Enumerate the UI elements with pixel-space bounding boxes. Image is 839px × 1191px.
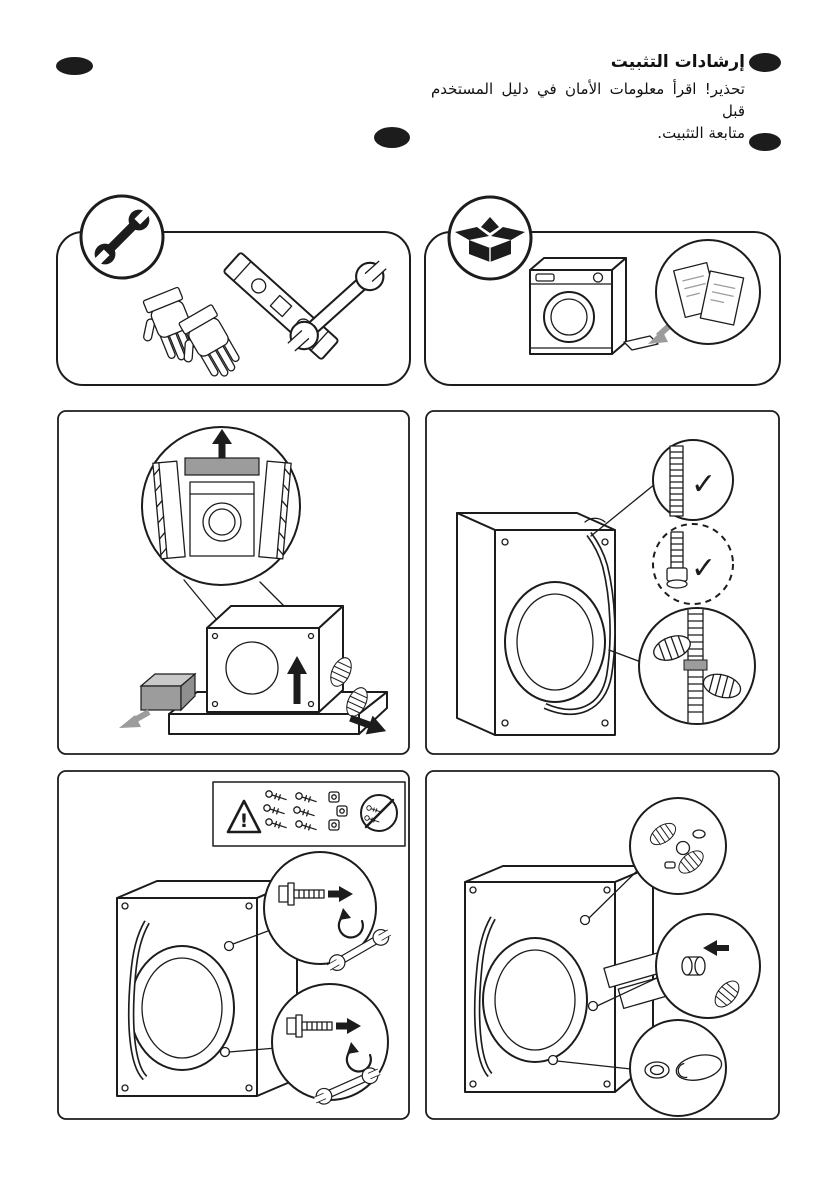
warning-parts-box: ! — [212, 781, 406, 847]
bolt-removal-callout-2 — [271, 983, 389, 1108]
plug-press-callout — [629, 1019, 727, 1117]
hose-connection-callout — [638, 607, 756, 725]
hose-alt-callout: ✓ — [652, 523, 734, 605]
unpack-badge-circle — [447, 195, 533, 281]
bolt-removal-callout-1 — [263, 851, 394, 975]
documents-balloon — [655, 239, 761, 345]
page-title: إرشادات التثبيت — [610, 52, 745, 72]
gray-arrow-foam — [119, 709, 151, 728]
warning-text-line-2: متابعة التثبيت. — [657, 124, 745, 142]
redaction-oval-title — [749, 53, 781, 72]
check-mark: ✓ — [691, 551, 716, 586]
warning-text-line-1: تحذير! اقرأ معلومات الأمان في دليل المست… — [431, 80, 745, 120]
washer-front-illustration — [529, 257, 627, 355]
washer-rear-view — [116, 880, 298, 1097]
foam-corner-right — [258, 460, 292, 560]
wrench-icon — [92, 207, 152, 267]
panel-remove-packaging — [57, 410, 410, 755]
hose-ok-callout: ✓ — [652, 439, 734, 521]
machine-mini — [189, 481, 255, 557]
plug-hole — [547, 1054, 559, 1066]
open-box-icon — [455, 217, 525, 262]
redaction-oval-right — [749, 133, 781, 151]
up-arrow-icon — [212, 429, 232, 444]
panel-transport-bolts: ! — [57, 770, 410, 1120]
bolt-hole — [219, 1046, 231, 1058]
document-slot — [623, 335, 659, 351]
plug-hole — [587, 1000, 599, 1012]
foam-corner-left — [152, 460, 186, 560]
hose-clamp — [683, 659, 708, 671]
polystyrene-top-detail — [152, 429, 292, 560]
panel-unpack — [424, 195, 781, 386]
redaction-oval-top-left — [56, 57, 93, 75]
parts-callout — [629, 797, 727, 895]
warning-text: تحذير! اقرأ معلومات الأمان في دليل المست… — [431, 78, 745, 144]
redaction-oval-center — [374, 127, 410, 148]
panel-drain-hose: ✓ ✓ — [425, 410, 780, 755]
plug-insert-callout — [655, 913, 761, 1019]
panel-hole-plugs — [425, 770, 780, 1120]
slide-arrow-icon — [349, 714, 387, 735]
insert-arrow-head — [703, 940, 717, 956]
plug-in-hole — [644, 1061, 670, 1079]
document-sheet — [699, 270, 745, 326]
foam-top-band — [184, 457, 260, 476]
check-mark: ✓ — [691, 467, 716, 502]
warning-triangle-icon: ! — [226, 799, 262, 834]
plug-hole — [579, 914, 591, 926]
exclamation-mark: ! — [240, 810, 249, 832]
panel-tools — [56, 194, 411, 391]
crossed-circle-icon — [360, 794, 398, 832]
foam-base-block — [139, 672, 197, 712]
machine-on-base — [206, 605, 344, 713]
lift-arrow-head — [287, 656, 307, 674]
rotate-arrow-icon — [345, 1047, 372, 1073]
thumb-icon — [675, 1054, 723, 1081]
rotate-arrow-icon — [337, 913, 364, 939]
bolt-hole — [223, 940, 235, 952]
washer-rear-view — [456, 512, 616, 736]
